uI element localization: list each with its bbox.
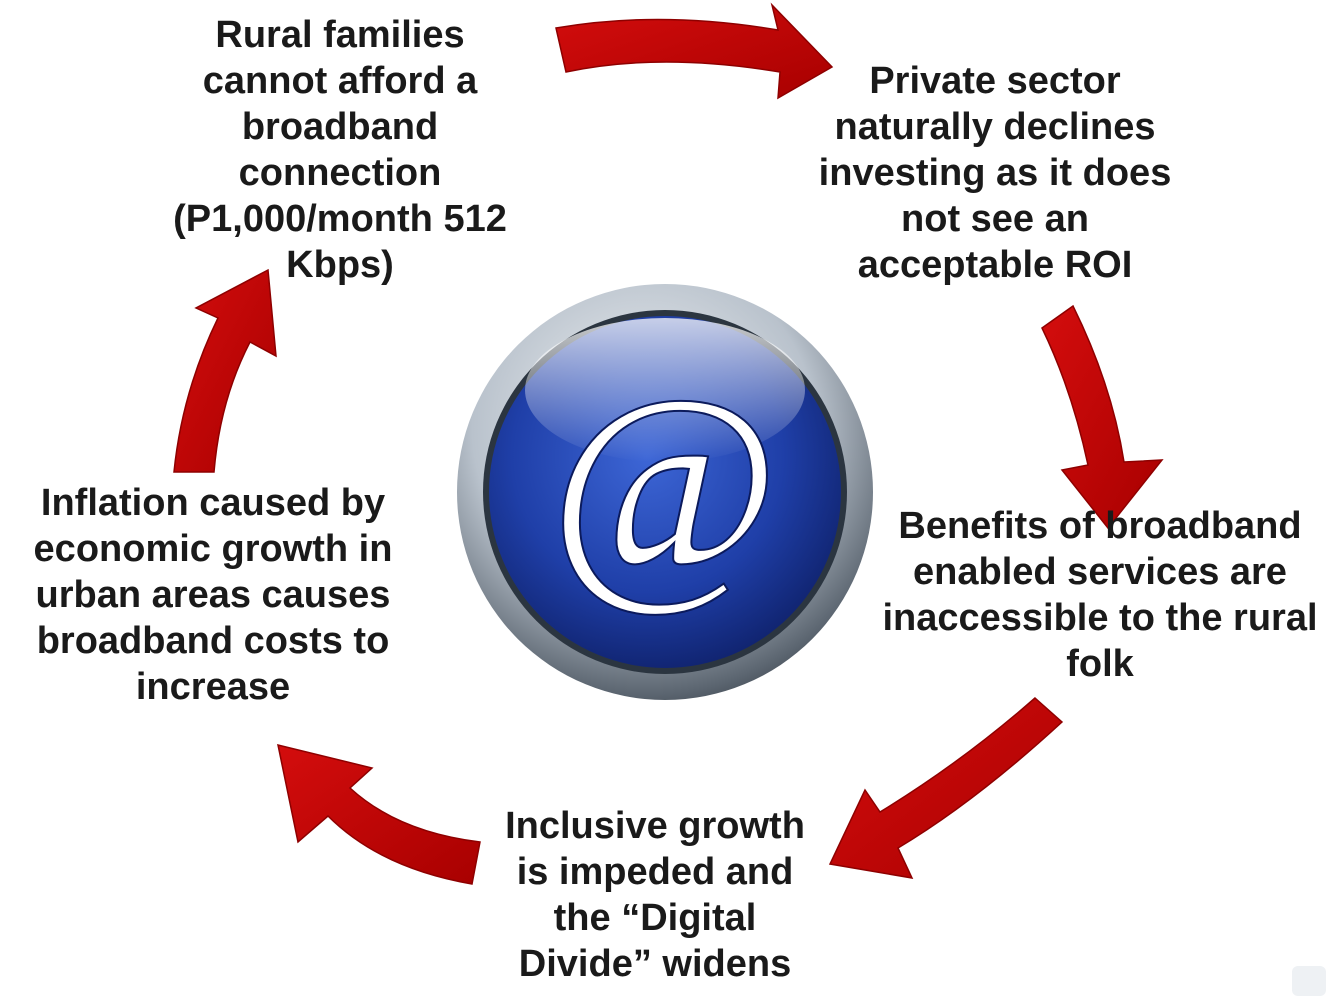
watermark-mark [1292,966,1326,996]
curved-arrow-icon [277,743,481,885]
at-symbol: @ [550,345,780,622]
cycle-step-private-sector: Private sector naturally declines invest… [818,60,1172,286]
cycle-step-benefits: Benefits of broadband enabled services a… [882,505,1318,685]
cycle-step-affordability: Rural families cannot afford a broadband… [173,14,507,286]
curved-arrow-icon [828,696,1064,879]
at-sign-icon: @ [457,284,873,700]
cycle-step-digital-divide: Inclusive growth is impeded and the “Dig… [505,805,805,985]
cycle-step-inflation: Inflation caused by economic growth in u… [33,482,393,708]
curved-arrow-icon [1041,304,1164,530]
curved-arrow-icon [173,268,277,473]
curved-arrow-icon [555,2,834,100]
